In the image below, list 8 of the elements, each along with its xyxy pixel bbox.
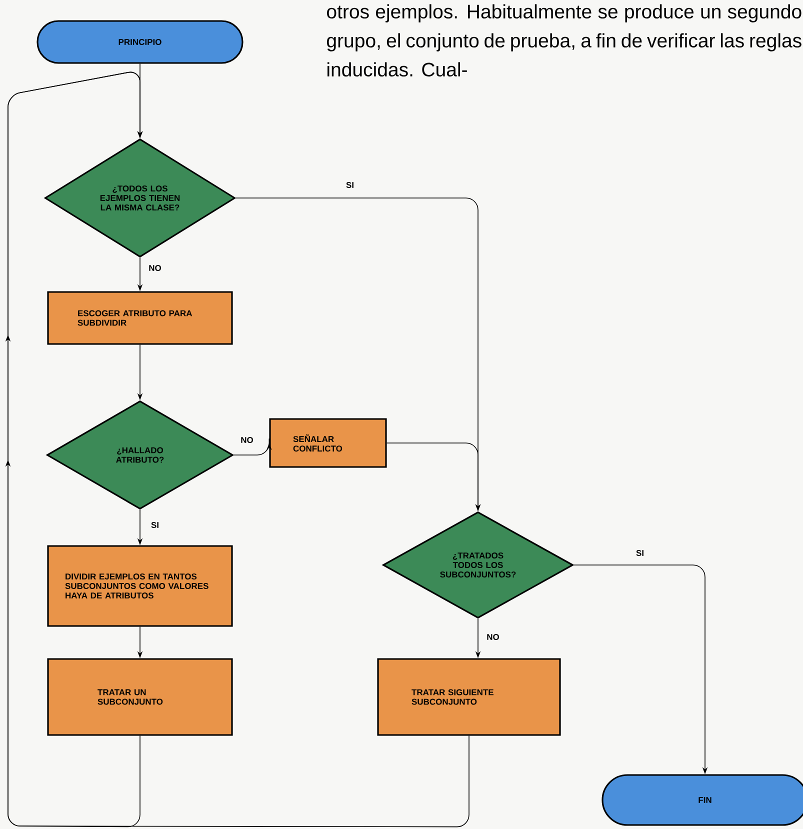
process-box: ESCOGER ATRIBUTO PARA SUBDIVIDIR xyxy=(47,291,233,345)
process-box: SEÑALAR CONFLICTO xyxy=(269,418,387,468)
body-text: otros ejemplos. Habitualmente se produce un segundo grupo, el conjunto de prueba, a fin de verificar las reglas inducidas. Cual- xyxy=(327,4,802,77)
process-box: TRATAR SIGUIENTE SUBCONJUNTO xyxy=(377,658,561,736)
process-box: TRATAR UN SUBCONJUNTO xyxy=(47,658,233,736)
arrow xyxy=(5,72,470,828)
terminal-oval: FIN xyxy=(602,774,803,826)
process-box: DIVIDIR EJEMPLOS EN TANTOS SUBCONJUNTOS COMO VALORES HAYA DE ATRIBUTOS xyxy=(47,545,233,627)
